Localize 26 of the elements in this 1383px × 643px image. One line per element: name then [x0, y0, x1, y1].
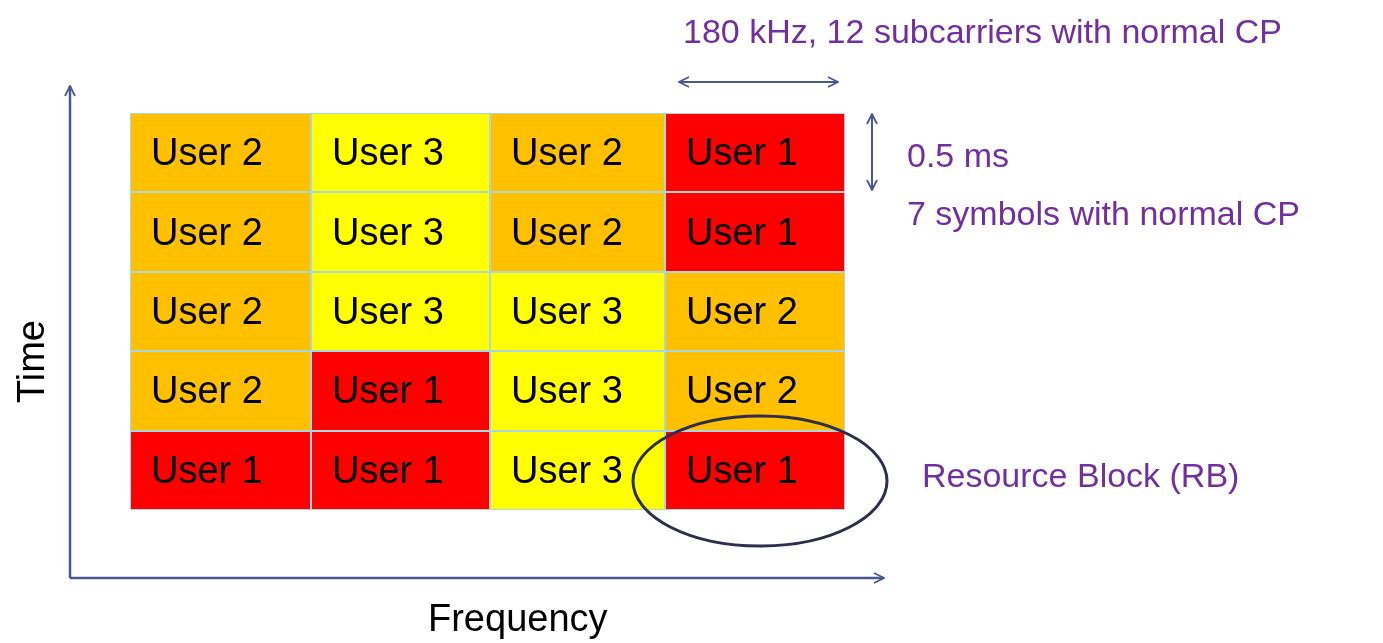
- bandwidth-label: 180 kHz, 12 subcarriers with normal CP: [683, 12, 1282, 51]
- resource-block-label: Resource Block (RB): [922, 456, 1240, 495]
- resource-block-cell: User 2: [130, 113, 311, 193]
- duration-label: 0.5 ms: [907, 136, 1010, 175]
- resource-block-cell: User 1: [665, 192, 845, 272]
- axis-label: Time: [10, 320, 53, 403]
- resource-block-cell: User 3: [311, 113, 490, 193]
- resource-block-cell: User 3: [490, 430, 665, 510]
- resource-block-cell: User 3: [490, 271, 665, 352]
- resource-block-cell: User 1: [311, 351, 490, 431]
- resource-block-cell: User 3: [490, 351, 665, 431]
- resource-block-cell: User 2: [490, 113, 665, 193]
- resource-block-cell: User 2: [130, 351, 311, 431]
- resource-block-cell: User 1: [311, 430, 490, 510]
- resource-block-cell: User 2: [665, 271, 845, 352]
- resource-block-cell: User 2: [490, 192, 665, 272]
- resource-block-cell: User 3: [311, 271, 490, 352]
- resource-block-cell: User 2: [130, 271, 311, 352]
- symbols-label: 7 symbols with normal CP: [907, 194, 1300, 233]
- axis-label: Frequency: [428, 597, 608, 640]
- resource-block-cell: User 1: [130, 430, 311, 510]
- resource-block-cell: User 3: [311, 192, 490, 272]
- resource-block-cell: User 2: [665, 351, 845, 431]
- resource-block-cell: User 1: [665, 113, 845, 193]
- resource-block-cell: User 1: [665, 430, 845, 510]
- resource-block-cell: User 2: [130, 192, 311, 272]
